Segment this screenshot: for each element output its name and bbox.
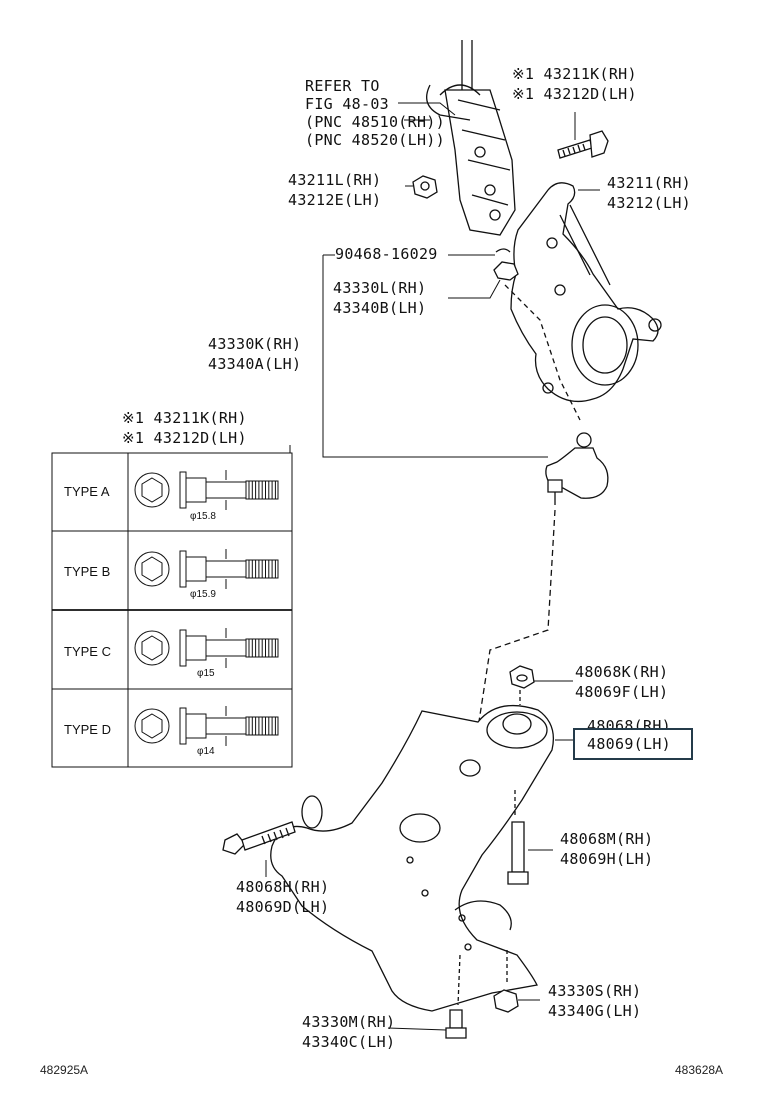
lower-arm-illustration (270, 704, 555, 1012)
nut-l-lh-label[interactable]: 43212E(LH) (288, 191, 382, 209)
type-c-washer-outer (134, 630, 170, 666)
leader-lines (265, 102, 600, 1031)
type-a-shank (205, 481, 247, 499)
type-b-label: TYPE B (64, 564, 111, 579)
bolt-top-rh-label[interactable]: ※1 43211K(RH) (512, 65, 637, 83)
bolt-m-lh-label[interactable]: 48069H(LH) (560, 850, 654, 868)
type-c-hex-head (141, 635, 163, 661)
table-bolt-drawings (134, 470, 279, 746)
type-d-flange (179, 707, 187, 745)
cotter-pin-label[interactable]: 90468-16029 (335, 245, 438, 263)
type-table-frame (51, 445, 293, 768)
knuckle-rh-label[interactable]: 43211(RH) (607, 174, 691, 192)
nut-k-illustration (509, 665, 535, 705)
type-d-hex-head (141, 713, 163, 739)
knuckle-lh-label[interactable]: 43212(LH) (607, 194, 691, 212)
type-d-head-side (185, 713, 207, 739)
nut-s-lh-label[interactable]: 43340G(LH) (548, 1002, 642, 1020)
type-c-head-side (185, 635, 207, 661)
bolt-top-lh-label[interactable]: ※1 43212D(LH) (512, 85, 637, 103)
type-b-washer-outer (134, 551, 170, 587)
nut-l-rh-label[interactable]: 43211L(RH) (288, 171, 382, 189)
type-c-flange (179, 629, 187, 667)
ball-joint-rh-label[interactable]: 43330K(RH) (208, 335, 302, 353)
ball-joint-lh-label[interactable]: 43340A(LH) (208, 355, 302, 373)
type-a-washer-outer (134, 472, 170, 508)
type-b-flange (179, 550, 187, 588)
type-c-label: TYPE C (64, 644, 111, 659)
bolt-h-rh-label[interactable]: 48068H(RH) (236, 878, 330, 896)
bolt-c-rh-label[interactable]: 43330M(RH) (302, 1013, 396, 1031)
type-a-hex-head (141, 477, 163, 503)
footer-left-code: 482925A (40, 1063, 89, 1077)
lower-arm-rh-label[interactable]: 48068(RH) (587, 717, 671, 728)
nut-ball-rh-label[interactable]: 43330L(RH) (333, 279, 427, 297)
refer-line-2: FIG 48-03 (305, 95, 389, 113)
bolt-h-lh-label[interactable]: 48069D(LH) (236, 898, 330, 916)
nut-ball-lh-label[interactable]: 43340B(LH) (333, 299, 427, 317)
type-a-dim: φ15.8 (190, 511, 216, 522)
refer-line-1: REFER TO (305, 77, 380, 95)
type-d-washer-outer (134, 708, 170, 744)
type-b-hex-head (141, 556, 163, 582)
nut-l-illustration (412, 175, 438, 199)
bolt-c-lh-label[interactable]: 43340C(LH) (302, 1033, 396, 1051)
cotter-nut-illustration (493, 248, 581, 421)
type-c-shank (205, 639, 247, 657)
bolt-top-illustration (557, 130, 609, 159)
bolt-h-illustration (222, 821, 296, 855)
nut-s-illustration (493, 950, 519, 1013)
type-a-head-side (185, 477, 207, 503)
nut-k-rh-label[interactable]: 48068K(RH) (575, 663, 669, 681)
bolt-m-illustration (507, 790, 529, 885)
type-b-dim: φ15.9 (190, 589, 216, 600)
table-bolt-lh-label[interactable]: ※1 43212D(LH) (122, 429, 247, 447)
ball-joint-illustration (469, 432, 609, 781)
bolt-c-illustration (445, 954, 467, 1039)
type-b-head-side (185, 556, 207, 582)
refer-line-4: (PNC 48520(LH)) (305, 131, 445, 149)
table-bolt-rh-label[interactable]: ※1 43211K(RH) (122, 409, 247, 427)
type-d-label: TYPE D (64, 722, 111, 737)
refer-line-3: (PNC 48510(RH)) (305, 113, 445, 131)
bolt-m-rh-label[interactable]: 48068M(RH) (560, 830, 654, 848)
footer-right-code: 483628A (675, 1063, 724, 1077)
nut-k-lh-label[interactable]: 48069F(LH) (575, 683, 669, 701)
strut-illustration (426, 40, 516, 236)
type-b-shank (205, 560, 247, 578)
type-a-label: TYPE A (64, 484, 110, 499)
knuckle-illustration (510, 182, 662, 403)
lower-arm-lh-highlight[interactable] (573, 728, 693, 760)
type-c-dim: φ15 (197, 668, 215, 679)
type-d-dim: φ14 (197, 746, 215, 757)
type-a-flange (179, 471, 187, 509)
nut-s-rh-label[interactable]: 43330S(RH) (548, 982, 642, 1000)
lower-arm-lh-label[interactable]: 48069(LH) (587, 735, 671, 753)
type-d-shank (205, 717, 247, 735)
